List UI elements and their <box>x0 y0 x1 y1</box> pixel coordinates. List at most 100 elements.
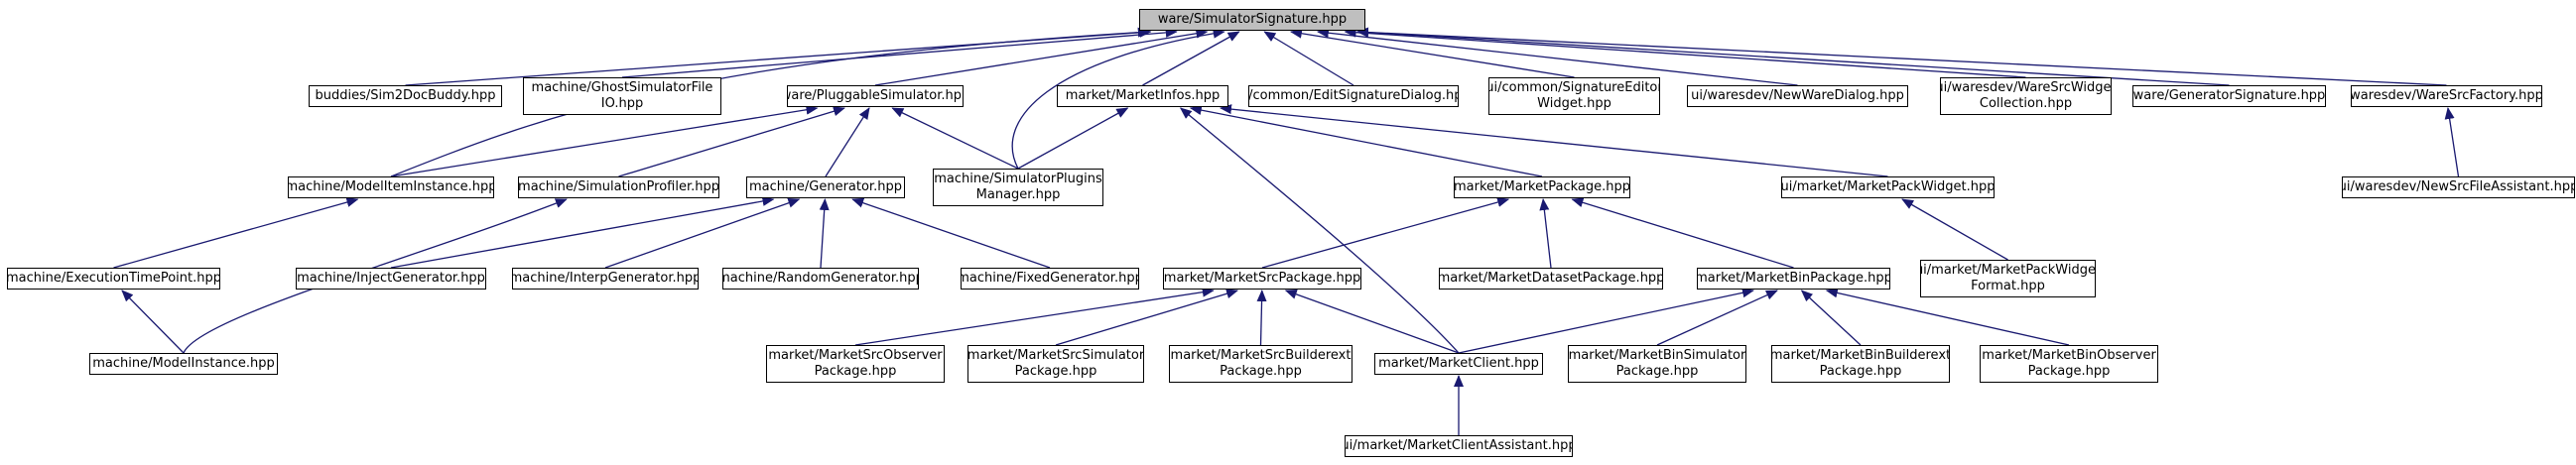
graph-node-datasetpackage[interactable]: market/MarketDatasetPackage.hpp <box>1439 268 1663 290</box>
node-label: market/MarketBinBuilderext Package.hpp <box>1771 348 1950 379</box>
edge-modelinstance-to-exectime <box>121 290 185 354</box>
node-label: market/MarketClient.hpp <box>1378 356 1539 371</box>
graph-node-marketclient[interactable]: market/MarketClient.hpp <box>1374 353 1543 375</box>
edge-marketclient-to-srcpackage <box>1284 290 1460 354</box>
graph-node-binbuilderext[interactable]: market/MarketBinBuilderext Package.hpp <box>1771 345 1950 383</box>
edge-srcbuilderext-to-srcpackage <box>1256 290 1267 346</box>
edge-srcobserver-to-srcpackage <box>854 287 1215 346</box>
graph-node-ghost[interactable]: machine/GhostSimulatorFile IO.hpp <box>523 77 721 115</box>
graph-node-marketinfos[interactable]: market/MarketInfos.hpp <box>1057 85 1228 107</box>
node-label: ui/common/EditSignatureDialog.hpp <box>1248 88 1459 103</box>
graph-node-waresrcwidget[interactable]: ui/waresdev/WareSrcWidget Collection.hpp <box>1940 77 2112 115</box>
graph-node-injectgen[interactable]: machine/InjectGenerator.hpp <box>296 268 486 290</box>
edge-binbuilderext-to-binpackage <box>1800 290 1862 346</box>
node-label: market/MarketPackage.hpp <box>1454 179 1630 194</box>
graph-node-sim2doc[interactable]: buddies/Sim2DocBuddy.hpp <box>309 85 502 107</box>
graph-node-binobserver[interactable]: market/MarketBinObserver Package.hpp <box>1980 345 2158 383</box>
edge-packwidgetformat-to-marketpackwidget <box>1901 198 2008 261</box>
node-label: machine/RandomGenerator.hpp <box>722 271 919 286</box>
graph-node-marketpackwidget[interactable]: ui/market/MarketPackWidget.hpp <box>1781 176 1995 198</box>
edge-binsimulator-to-binpackage <box>1656 290 1778 346</box>
node-label: machine/SimulatorPlugins Manager.hpp <box>934 172 1102 202</box>
graph-node-binsimulator[interactable]: market/MarketBinSimulator Package.hpp <box>1568 345 1746 383</box>
edge-marketclient-to-marketinfos <box>1179 107 1460 354</box>
graph-node-newsrcfile[interactable]: ui/waresdev/NewSrcFileAssistant.hpp <box>2342 176 2575 198</box>
node-label: ui/market/MarketPackWidget Format.hpp <box>1920 263 2096 293</box>
edge-pluggable-to-root <box>874 28 1209 86</box>
node-label: ui/waresdev/NewWareDialog.hpp <box>1691 88 1904 103</box>
graph-node-packwidgetformat[interactable]: ui/market/MarketPackWidget Format.hpp <box>1920 260 2096 297</box>
node-label: machine/InjectGenerator.hpp <box>297 271 485 286</box>
edge-simplugins-to-pluggable <box>891 107 1019 170</box>
node-label: ware/PluggableSimulator.hpp <box>787 88 964 103</box>
graph-node-srcpackage[interactable]: market/MarketSrcPackage.hpp <box>1163 268 1361 290</box>
node-label: market/MarketSrcObserver Package.hpp <box>768 348 943 379</box>
graph-node-newware[interactable]: ui/waresdev/NewWareDialog.hpp <box>1687 85 1908 107</box>
node-label: market/MarketInfos.hpp <box>1065 88 1221 103</box>
edge-exectime-to-modelitem <box>113 197 359 269</box>
graph-node-clientassistant[interactable]: ui/market/MarketClientAssistant.hpp <box>1345 435 1573 457</box>
edge-newsrcfile-to-waresrcfactory <box>2444 107 2460 177</box>
graph-node-interpgen[interactable]: machine/InterpGenerator.hpp <box>512 268 699 290</box>
node-label: ware/GeneratorSignature.hpp <box>2132 88 2326 103</box>
graph-node-modelinstance[interactable]: machine/ModelInstance.hpp <box>89 353 278 375</box>
edge-newware-to-root <box>1316 28 1798 86</box>
edge-simplugins-to-root <box>1011 28 1225 170</box>
graph-node-editsig[interactable]: ui/common/EditSignatureDialog.hpp <box>1248 85 1459 107</box>
edge-generator-to-pluggable <box>825 107 870 177</box>
node-label: market/MarketBinSimulator Package.hpp <box>1568 348 1746 379</box>
graph-node-pluggable[interactable]: ware/PluggableSimulator.hpp <box>787 85 964 107</box>
edge-sigeditor-to-root <box>1289 28 1575 78</box>
node-label: market/MarketBinObserver Package.hpp <box>1982 348 2156 379</box>
edge-interpgen-to-generator <box>604 197 801 269</box>
edge-gensig-to-root <box>1356 27 2230 86</box>
edge-binpackage-to-marketpackage <box>1571 197 1794 269</box>
graph-node-srcsimulator[interactable]: market/MarketSrcSimulator Package.hpp <box>967 345 1144 383</box>
graph-node-exectime[interactable]: machine/ExecutionTimePoint.hpp <box>7 268 220 290</box>
node-label: buddies/Sim2DocBuddy.hpp <box>315 88 496 103</box>
graph-node-simprofiler[interactable]: machine/SimulationProfiler.hpp <box>518 176 719 198</box>
node-label: ui/common/SignatureEditor Widget.hpp <box>1488 80 1660 111</box>
node-label: market/MarketBinPackage.hpp <box>1697 271 1890 286</box>
edge-editsig-to-root <box>1263 31 1354 86</box>
edge-ghost-to-root <box>621 27 1178 78</box>
node-label: machine/SimulationProfiler.hpp <box>518 179 719 194</box>
graph-node-waresrcfactory[interactable]: waresdev/WareSrcFactory.hpp <box>2351 85 2542 107</box>
graph-node-sigeditor[interactable]: ui/common/SignatureEditor Widget.hpp <box>1488 77 1660 115</box>
node-label: ware/SimulatorSignature.hpp <box>1157 12 1348 27</box>
node-label: waresdev/WareSrcFactory.hpp <box>2351 88 2542 103</box>
edge-layer <box>113 27 2460 435</box>
node-label: market/MarketSrcPackage.hpp <box>1163 271 1361 286</box>
node-label: machine/InterpGenerator.hpp <box>512 271 699 286</box>
edge-srcpackage-to-marketpackage <box>1261 197 1510 269</box>
node-label: ui/market/MarketPackWidget.hpp <box>1781 179 1995 194</box>
graph-node-simplugins[interactable]: machine/SimulatorPlugins Manager.hpp <box>933 169 1103 206</box>
edge-marketinfos-to-root <box>1142 31 1240 86</box>
graph-node-generator[interactable]: machine/Generator.hpp <box>746 176 905 198</box>
edge-srcsimulator-to-srcpackage <box>1055 289 1238 346</box>
edge-waresrcwidget-to-root <box>1344 27 2026 78</box>
edge-randomgen-to-generator <box>819 198 830 269</box>
edge-simprofiler-to-pluggable <box>618 106 845 177</box>
node-label: machine/Generator.hpp <box>749 179 902 194</box>
graph-node-fixedgen[interactable]: machine/FixedGenerator.hpp <box>961 268 1139 290</box>
node-label: ui/waresdev/NewSrcFileAssistant.hpp <box>2342 179 2575 194</box>
edge-marketpackage-to-marketinfos <box>1189 105 1543 177</box>
node-label: market/MarketSrcBuilderext Package.hpp <box>1170 348 1352 379</box>
graph-node-marketpackage[interactable]: market/MarketPackage.hpp <box>1454 176 1630 198</box>
node-label: machine/ExecutionTimePoint.hpp <box>7 271 220 286</box>
graph-node-srcbuilderext[interactable]: market/MarketSrcBuilderext Package.hpp <box>1169 345 1352 383</box>
graph-node-root[interactable]: ware/SimulatorSignature.hpp <box>1139 9 1365 31</box>
edge-modelitem-to-pluggable <box>390 104 819 177</box>
edge-marketclient-to-binpackage <box>1458 288 1754 354</box>
graph-node-randomgen[interactable]: machine/RandomGenerator.hpp <box>722 268 919 290</box>
graph-node-srcobserver[interactable]: market/MarketSrcObserver Package.hpp <box>766 345 945 383</box>
graph-node-binpackage[interactable]: market/MarketBinPackage.hpp <box>1697 268 1890 290</box>
graph-node-modelitem[interactable]: machine/ModelItemInstance.hpp <box>288 176 494 198</box>
node-label: ui/market/MarketClientAssistant.hpp <box>1345 438 1573 453</box>
node-label: machine/FixedGenerator.hpp <box>961 271 1139 286</box>
graph-node-gensig[interactable]: ware/GeneratorSignature.hpp <box>2132 85 2326 107</box>
edge-waresrcfactory-to-root <box>1356 27 2447 86</box>
node-label: machine/ModelInstance.hpp <box>92 356 275 371</box>
